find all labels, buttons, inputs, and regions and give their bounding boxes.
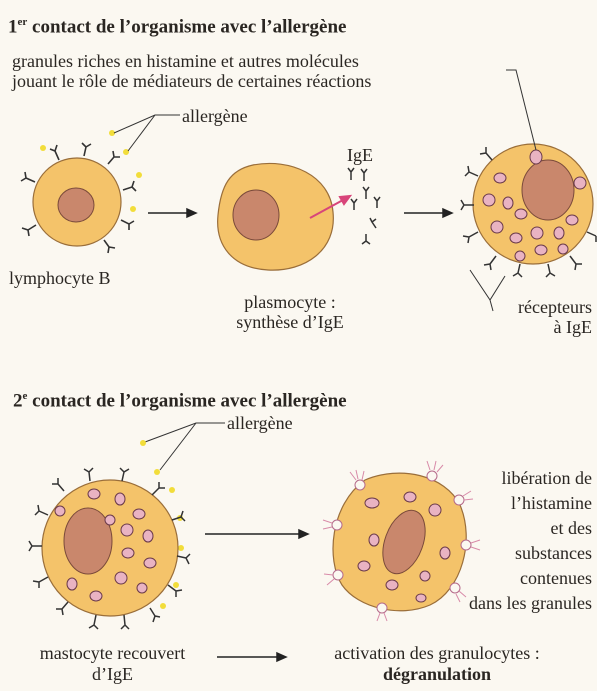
allergene-pointer-2 xyxy=(145,423,225,470)
section1-title: 1er contact de l’organisme avec l’allerg… xyxy=(8,12,346,37)
plasmocyte-label-line1: plasmocyte : xyxy=(210,292,370,312)
section1-title-num: 1 xyxy=(8,16,18,37)
plasmocyte-cell xyxy=(218,163,350,270)
mastocyte-label-line1: mastocyte recouvert xyxy=(10,643,215,663)
section2-title-num: 2 xyxy=(13,390,23,411)
granules-label-line2: jouant le rôle de médiateurs de certaine… xyxy=(12,71,371,91)
ige-label: IgE xyxy=(347,145,373,165)
arrow-2 xyxy=(404,209,452,217)
recepteurs-label-line1: récepteurs xyxy=(480,297,592,317)
mastocyte-label-line2: d’IgE xyxy=(10,664,215,684)
allergene-label-1: allergène xyxy=(182,106,248,126)
mastocyte-with-ige xyxy=(29,468,190,629)
activation-label-line1: activation des granulocytes : xyxy=(292,643,582,663)
recepteurs-label-line2: à IgE xyxy=(480,317,592,337)
liberation-line-1: libération de xyxy=(430,468,592,488)
section1-title-rest: contact de l’organisme avec l’allergène xyxy=(27,16,346,37)
liberation-line-2: l’histamine xyxy=(430,493,592,513)
allergene-label-2: allergène xyxy=(227,413,293,433)
plasmocyte-label-line2: synthèse d’IgE xyxy=(210,312,370,332)
arrow-3 xyxy=(205,530,308,538)
liberation-line-5: contenues xyxy=(430,568,592,588)
lymphocyte-b-cell xyxy=(21,143,136,253)
granules-label-line1: granules riches en histamine et autres m… xyxy=(12,51,359,71)
liberation-line-4: substances xyxy=(430,543,592,563)
liberation-line-3: et des xyxy=(430,518,592,538)
arrow-4 xyxy=(217,653,286,661)
allergene-pointer-1 xyxy=(114,115,180,151)
section2-title-rest: contact de l’organisme avec l’allergène xyxy=(27,390,346,411)
activation-label-line2: dégranulation xyxy=(292,664,582,684)
liberation-line-6: dans les granules xyxy=(420,593,592,613)
lymphocyte-b-label: lymphocyte B xyxy=(9,268,111,288)
arrow-1 xyxy=(148,209,196,217)
ige-molecules xyxy=(348,168,380,244)
section2-title: 2e contact de l’organisme avec l’allergè… xyxy=(13,386,347,411)
mastocyte-cell-1 xyxy=(461,144,596,277)
section1-title-sup: er xyxy=(18,16,28,28)
